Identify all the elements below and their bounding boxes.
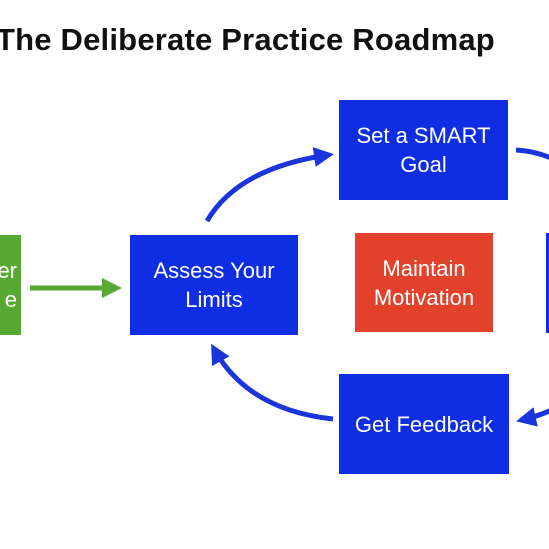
assess-limits-node: Assess Your Limits bbox=[130, 235, 298, 335]
maintain-motivation-label-line1: Maintain bbox=[382, 255, 466, 281]
start-node: er e bbox=[0, 235, 21, 335]
set-smart-goal-label-line1: Set a SMART bbox=[356, 123, 491, 148]
set-smart-goal-node: Set a SMART Goal bbox=[339, 100, 508, 200]
arrow-assess-to-goal bbox=[204, 147, 334, 223]
assess-limits-label-line1: Assess Your bbox=[153, 258, 275, 283]
right-node-edge bbox=[546, 233, 549, 333]
maintain-motivation-node: Maintain Motivation bbox=[355, 233, 493, 332]
get-feedback-node: Get Feedback bbox=[339, 374, 509, 474]
assess-limits-label-line2: Limits bbox=[185, 287, 243, 312]
set-smart-goal-label-line2: Goal bbox=[400, 152, 447, 177]
diagram-title: The Deliberate Practice Roadmap bbox=[0, 22, 495, 57]
arrow-right-to-feedback bbox=[516, 407, 549, 427]
get-feedback-label: Get Feedback bbox=[354, 411, 494, 437]
arrow-goal-to-right bbox=[515, 147, 549, 160]
start-node-label-line1: er bbox=[0, 258, 17, 283]
arrow-feedback-to-assess bbox=[211, 343, 334, 422]
maintain-motivation-label-line2: Motivation bbox=[373, 284, 475, 310]
start-node-label-line2: e bbox=[4, 287, 17, 312]
